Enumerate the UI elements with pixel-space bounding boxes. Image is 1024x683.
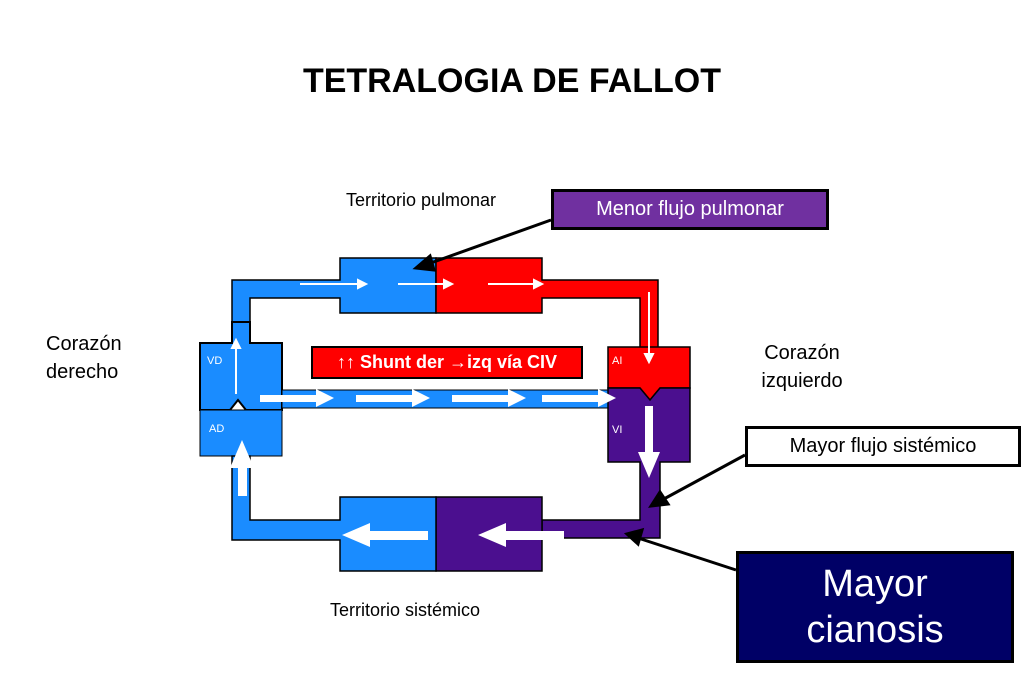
page-title: TETRALOGIA DE FALLOT: [302, 62, 722, 100]
mayor-flujo-callout: Mayor flujo sistémico: [745, 426, 1021, 467]
pulmonary-territory-label: Territorio pulmonar: [346, 190, 497, 210]
systemic-vessel-blue: [231, 455, 437, 572]
chamber-vi-label: VI: [612, 424, 623, 436]
callout-pointers: [412, 218, 746, 572]
right-heart-label: Corazón derecho: [46, 333, 122, 383]
left-ventricle-vi: [541, 387, 691, 539]
left-heart-label: Corazón izquierdo: [761, 342, 843, 392]
mayor-cianosis-callout: Mayor cianosis: [736, 551, 1014, 663]
chamber-ai-label: AI: [612, 355, 623, 367]
shunt-label: ↑↑ Shunt der →izq vía CIV: [311, 346, 583, 379]
menor-flujo-callout: Menor flujo pulmonar: [551, 189, 829, 230]
vi-flow-arrow: [638, 406, 660, 478]
systemic-flow-arrows: [342, 523, 564, 547]
ad-flow-arrow: [230, 440, 254, 496]
systemic-territory-label: Territorio sistémico: [330, 600, 481, 620]
shunt-flow-arrows: [260, 389, 616, 407]
pulmonary-flow-arrows: [230, 278, 655, 394]
chamber-ad-label: AD: [209, 423, 225, 435]
pulmonary-vessel-blue: [231, 257, 437, 323]
pulmonary-vessel-red: [435, 257, 659, 349]
chamber-vd-label: VD: [207, 355, 223, 367]
